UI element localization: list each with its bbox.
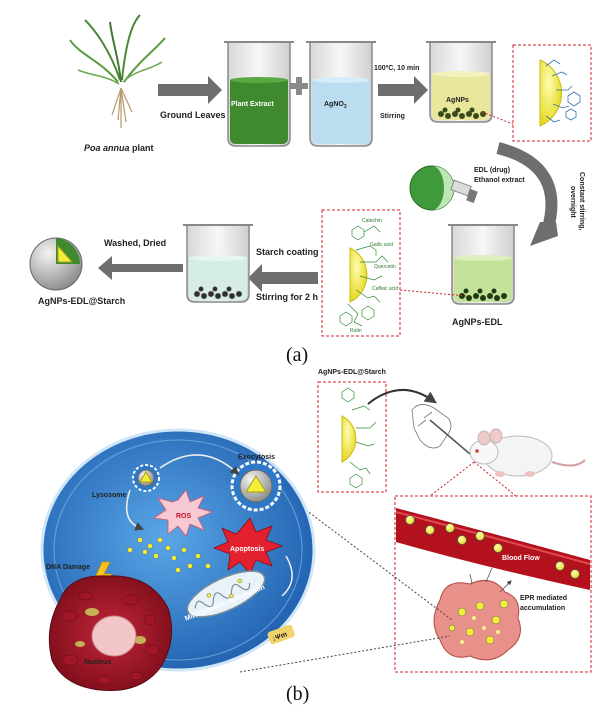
nucleus-icon [48,575,173,692]
exocytosis-arrow [159,454,240,475]
lysosome-icon [132,464,160,492]
svg-text:overnight: overnight [569,186,576,219]
edl-flask-icon [409,165,478,211]
washed-dried-label: Washed, Dried [104,238,166,248]
apoptosis-arrow [281,555,293,597]
lysosome-release-arrow [125,489,145,531]
stirring-2h-label: Stirring for 2 h [256,292,318,302]
svg-text:Gallic acid: Gallic acid [370,242,393,248]
membrane-potential-badge: ↓Ψm [267,624,295,645]
agnps-edl-starch-sphere-icon [29,237,83,291]
released-ag-ions [127,537,211,573]
beaker-agno3 [306,41,376,147]
agnps-zoom-box [512,44,592,142]
plant-label: Poa annua plant [84,143,154,153]
exocytosis-label: Exocytosis [238,454,275,461]
exocytosis-vesicle-icon [230,460,282,512]
agnps-edl-zoom-box: Catechin Gallic acid Quercetin Caffeic a… [321,209,401,337]
ros-label: ROS [176,513,192,520]
blood-vessel-zoom-box: Blood Flow EPR mediated accumulation [394,495,592,673]
beaker-starch-coated [183,224,253,303]
ground-leaves-label: Ground Leaves [160,110,226,120]
agnps-label: AgNPs [446,97,469,104]
svg-text:Quercetin: Quercetin [374,264,396,270]
poa-annua-plant-icon [69,14,166,128]
stirring-label: Stirring [380,113,405,120]
epr-label-line1: EPR mediated [520,595,567,602]
arrow-starch-coating [248,264,318,292]
starch-coating-label: Starch coating [256,247,319,257]
zoom-connector-2 [399,289,467,297]
injection-arrow [367,388,437,405]
svg-text:Caffeic acid: Caffeic acid [372,286,398,292]
blood-flow-label: Blood Flow [502,555,540,562]
injection-zoom-box [317,381,387,493]
apoptosis-burst-icon [212,517,284,575]
beaker-agnps [426,41,496,123]
apoptosis-label: Apoptosis [230,546,264,553]
nucleus-label: Nucleus [84,659,111,666]
edl-drug-label: EDL (drug) [474,167,510,174]
ros-burst-icon [152,489,214,537]
svg-text:Constant stirring,: Constant stirring, [578,172,585,230]
arrow-washed-dried [98,256,183,280]
zoom-connector [481,111,519,127]
constant-stirring-label: Constant stirring, overnight [569,172,585,230]
tumor-icon [433,567,521,661]
dna-damage-label: DNA Damage [46,564,90,571]
ethanol-extract-label: Ethanol extract [474,177,525,184]
svg-text:↓Ψm: ↓Ψm [271,631,288,643]
agnps-edl-label: AgNPs-EDL [452,317,503,327]
arrow-heat [378,76,428,104]
plus-icon [290,77,308,95]
panel-b-label: (b) [286,683,309,705]
lysosome-label: Lysosome [92,492,126,499]
mouse-icon [469,428,586,477]
svg-text:Rutin: Rutin [350,328,362,334]
mouse-zoom-connector [429,461,517,497]
agno3-label: AgNO3 [324,101,347,110]
final-product-label: AgNPs-EDL@Starch [38,296,125,306]
beaker-plant-extract [224,41,294,147]
mitochondria-icon [186,570,266,618]
vessel-nanoparticles [405,515,580,579]
arrow-ground-leaves [158,76,222,104]
curved-arrow-head [530,222,558,246]
panel-a-label: (a) [286,344,308,366]
beaker-agnps-edl [448,224,518,305]
injection-title: AgNPs-EDL@Starch [318,369,386,376]
heat-label: 100ºC, 10 min [374,65,419,72]
curved-arrow-overnight [496,142,558,230]
cell-tumor-connector [239,497,453,673]
plant-extract-label: Plant Extract [231,101,274,108]
epr-label-line2: accumulation [520,605,565,612]
svg-text:Catechin: Catechin [362,218,382,224]
hand-syringe-icon [411,404,471,455]
